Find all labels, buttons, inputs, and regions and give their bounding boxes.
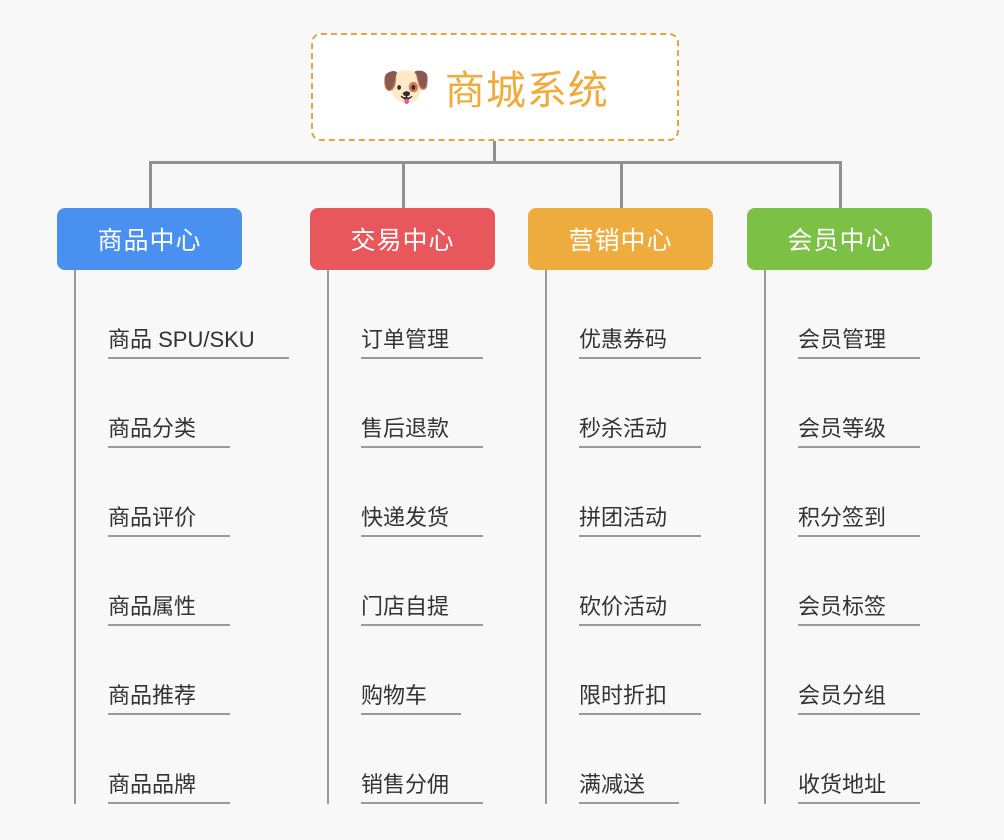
column-3: 营销中心优惠券码秒杀活动拼团活动砍价活动限时折扣满减送 [528, 208, 713, 804]
list-item-label: 购物车 [361, 684, 462, 715]
list-item-label: 会员等级 [798, 417, 921, 448]
list-item[interactable]: 积分签到 [766, 448, 932, 537]
list-item[interactable]: 砍价活动 [547, 537, 713, 626]
list-item[interactable]: 满减送 [547, 715, 713, 804]
list-item[interactable]: 会员等级 [766, 359, 932, 448]
connector-bus [150, 161, 839, 164]
list-item[interactable]: 快递发货 [329, 448, 495, 537]
column-1: 商品中心商品 SPU/SKU 商品分类商品评价商品属性商品推荐商品品牌 [57, 208, 289, 804]
list-item-label: 会员分组 [798, 684, 921, 715]
list-item[interactable]: 商品评价 [76, 448, 242, 537]
dog-face-icon: 🐶 [381, 65, 431, 109]
list-item-label: 商品推荐 [108, 684, 231, 715]
list-item[interactable]: 商品分类 [76, 359, 242, 448]
list-item-label: 商品品牌 [108, 773, 231, 804]
list-item[interactable]: 收货地址 [766, 715, 932, 804]
list-item[interactable]: 门店自提 [329, 537, 495, 626]
list-item[interactable]: 会员标签 [766, 537, 932, 626]
list-item[interactable]: 商品 SPU/SKU [76, 270, 289, 359]
list-item-label: 会员管理 [798, 328, 921, 359]
list-item[interactable]: 销售分佣 [329, 715, 495, 804]
column-item-list-4: 会员管理会员等级积分签到会员标签会员分组收货地址 [764, 270, 932, 804]
list-item[interactable]: 商品属性 [76, 537, 242, 626]
list-item-label: 售后退款 [361, 417, 484, 448]
list-item[interactable]: 会员管理 [766, 270, 932, 359]
list-item-label: 拼团活动 [579, 506, 702, 537]
list-item-label: 满减送 [579, 773, 680, 804]
list-item-label: 限时折扣 [579, 684, 702, 715]
column-header-2[interactable]: 交易中心 [310, 208, 495, 270]
connector-drop-3 [620, 161, 623, 208]
list-item[interactable]: 售后退款 [329, 359, 495, 448]
column-header-3[interactable]: 营销中心 [528, 208, 713, 270]
list-item-label: 砍价活动 [579, 595, 702, 626]
list-item-label: 商品评价 [108, 506, 231, 537]
list-item-label: 订单管理 [361, 328, 484, 359]
column-item-list-1: 商品 SPU/SKU 商品分类商品评价商品属性商品推荐商品品牌 [74, 270, 289, 804]
list-item[interactable]: 优惠券码 [547, 270, 713, 359]
list-item[interactable]: 订单管理 [329, 270, 495, 359]
column-4: 会员中心会员管理会员等级积分签到会员标签会员分组收货地址 [747, 208, 932, 804]
list-item-label: 门店自提 [361, 595, 484, 626]
list-item-label: 优惠券码 [579, 328, 702, 359]
root-node[interactable]: 🐶 商城系统 [311, 33, 679, 141]
list-item[interactable]: 秒杀活动 [547, 359, 713, 448]
list-item[interactable]: 商品品牌 [76, 715, 242, 804]
column-header-4[interactable]: 会员中心 [747, 208, 932, 270]
connector-drop-4 [839, 161, 842, 208]
connector-drop-1 [149, 161, 152, 208]
list-item[interactable]: 拼团活动 [547, 448, 713, 537]
list-item[interactable]: 会员分组 [766, 626, 932, 715]
list-item-label: 商品属性 [108, 595, 231, 626]
list-item-label: 快递发货 [361, 506, 484, 537]
list-item[interactable]: 商品推荐 [76, 626, 242, 715]
list-item[interactable]: 限时折扣 [547, 626, 713, 715]
list-item-label: 秒杀活动 [579, 417, 702, 448]
column-header-1[interactable]: 商品中心 [57, 208, 242, 270]
column-2: 交易中心订单管理售后退款快递发货门店自提购物车销售分佣 [310, 208, 495, 804]
root-title: 商城系统 [444, 69, 609, 113]
list-item-label: 会员标签 [798, 595, 921, 626]
list-item-label: 收货地址 [798, 773, 921, 804]
list-item[interactable]: 购物车 [329, 626, 495, 715]
list-item-label: 积分签到 [798, 506, 921, 537]
column-item-list-3: 优惠券码秒杀活动拼团活动砍价活动限时折扣满减送 [545, 270, 713, 804]
column-item-list-2: 订单管理售后退款快递发货门店自提购物车销售分佣 [327, 270, 495, 804]
list-item-label: 销售分佣 [361, 773, 484, 804]
list-item-label: 商品 SPU/SKU [108, 328, 289, 359]
list-item-label: 商品分类 [108, 417, 231, 448]
connector-root-stem [493, 141, 496, 163]
connector-drop-2 [402, 161, 405, 208]
